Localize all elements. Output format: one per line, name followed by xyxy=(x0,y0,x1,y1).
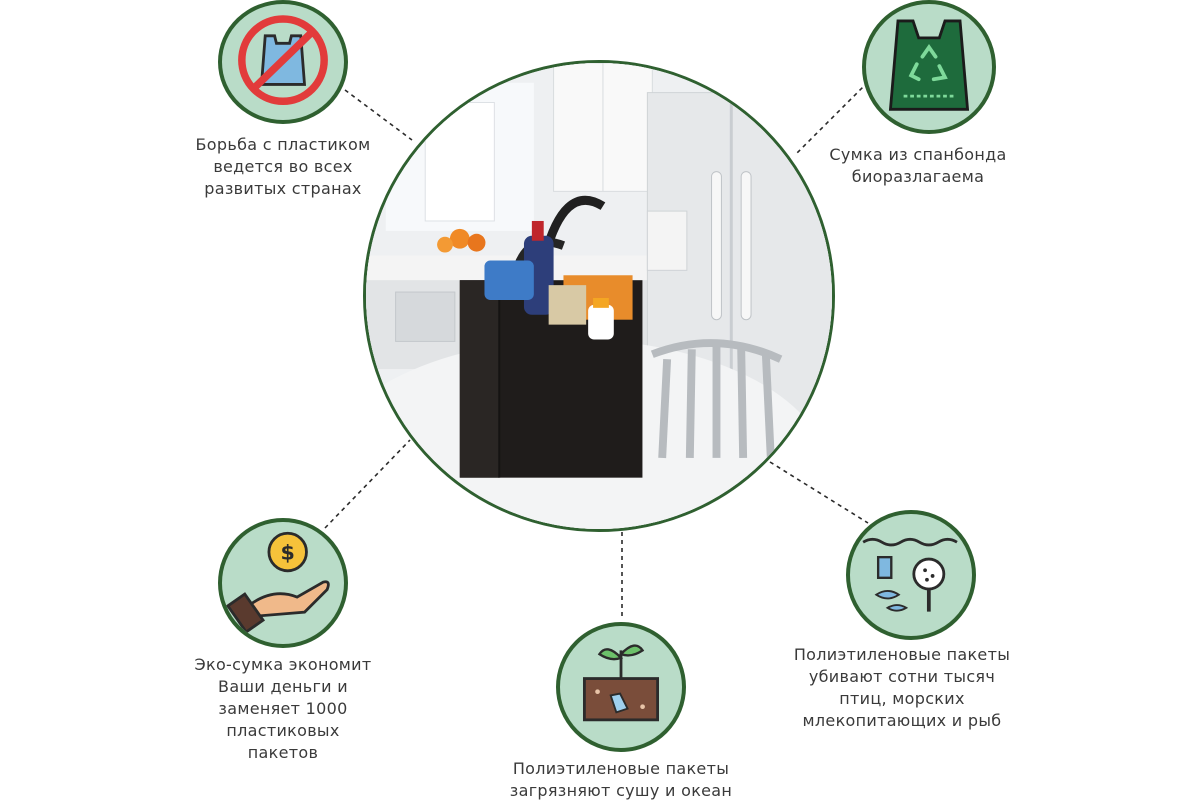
caption-line: пакетов xyxy=(247,743,319,762)
caption-line: пластиковых xyxy=(226,721,340,740)
money-hand-icon: $ xyxy=(218,518,348,648)
caption-line: биоразлагаема xyxy=(851,167,985,186)
caption-line: Борьба с пластиком xyxy=(195,135,371,154)
caption-line: загрязняют сушу и океан xyxy=(509,781,733,800)
caption-line: убивают сотни тысяч xyxy=(808,667,996,686)
caption-line: Сумка из спанбонда xyxy=(829,145,1007,164)
caption-line: Ваши деньги и xyxy=(218,677,348,696)
caption-saves-money: Эко-сумка экономит Ваши деньги и заменяе… xyxy=(188,654,378,764)
caption-line: Полиэтиленовые пакеты xyxy=(512,759,730,778)
kitchen-scene-illustration xyxy=(366,63,832,529)
ocean-pollution-icon xyxy=(846,510,976,640)
caption-line: Эко-сумка экономит xyxy=(194,655,372,674)
caption-pollute: Полиэтиленовые пакеты загрязняют сушу и … xyxy=(502,758,740,802)
caption-line: заменяет 1000 xyxy=(218,699,348,718)
caption-line: ведется во всех xyxy=(213,157,353,176)
soil-plant-icon xyxy=(556,622,686,752)
caption-line: развитых странах xyxy=(204,179,362,198)
caption-biodegradable: Сумка из спанбонда биоразлагаема xyxy=(818,144,1018,188)
caption-line: Полиэтиленовые пакеты xyxy=(793,645,1011,664)
no-plastic-bag-icon xyxy=(218,0,348,124)
svg-text:$: $ xyxy=(281,541,295,565)
caption-plastic-fight: Борьба с пластиком ведется во всех разви… xyxy=(188,134,378,200)
recycle-bag-icon xyxy=(862,0,996,134)
shopping-bag-photo xyxy=(363,60,835,532)
caption-line: птиц, морских xyxy=(839,689,965,708)
caption-kill-animals: Полиэтиленовые пакеты убивают сотни тыся… xyxy=(784,644,1020,732)
caption-line: млекопитающих и рыб xyxy=(802,711,1002,730)
